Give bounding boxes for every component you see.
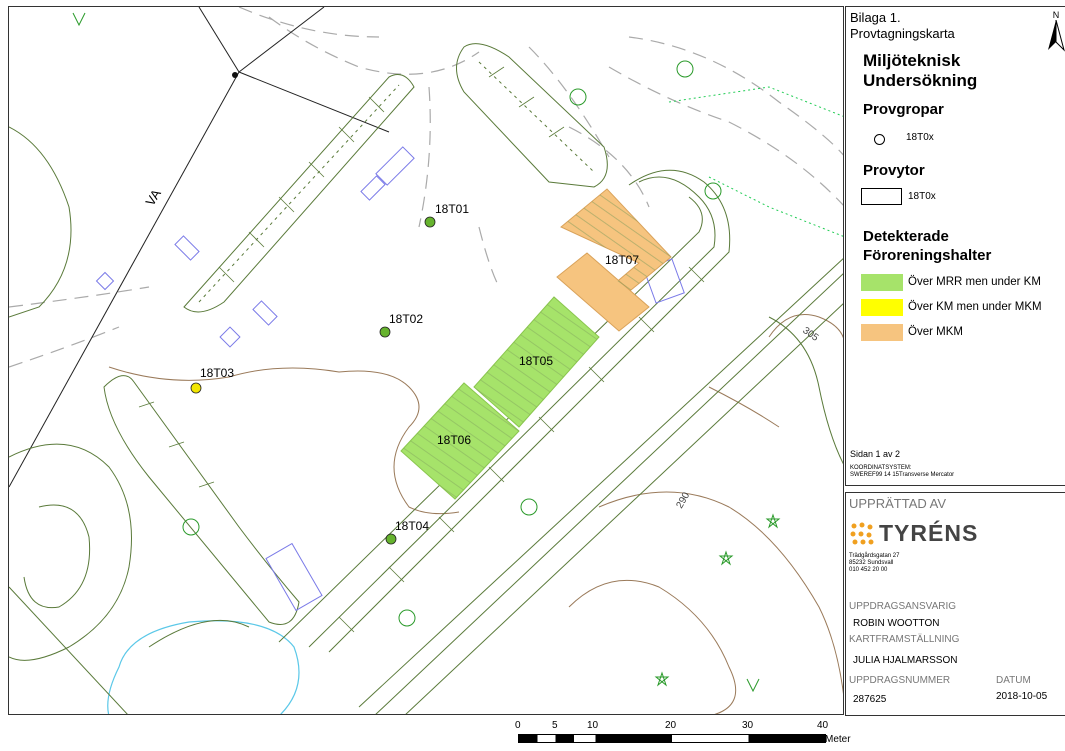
scale-bar-graphic (518, 734, 826, 743)
provytor-label: 18T0x (908, 191, 936, 202)
sample-label-18T03: 18T03 (200, 366, 235, 380)
legend-title-line2: Undersökning (863, 71, 978, 90)
sample-point-18T04[interactable] (385, 533, 397, 545)
scale-tick-0: 0 (515, 720, 521, 731)
legend-title-line1: Miljöteknisk (863, 51, 961, 70)
title-block: UPPRÄTTAD AV TYRÉNS Trädgårdsgatan 27 85… (845, 492, 1065, 716)
crs-label: KOORDINATSYSTEM: (850, 465, 912, 471)
scale-tick-30: 30 (742, 720, 754, 731)
scale-unit: Meter (825, 734, 851, 745)
area-label-18T07: 18T07 (605, 253, 640, 267)
datum-value: 2018-10-05 (996, 691, 1048, 702)
uppdragsnummer-value: 287625 (853, 694, 887, 705)
map-type-label: Provtagningskarta (850, 26, 955, 41)
legend-item-km: Över KM men under MKM (908, 301, 1042, 313)
crs-value: SWEREF99 14 15Transverse Mercator (850, 472, 955, 478)
map-frame[interactable]: VA 18T01 18T02 18T03 18T04 18T07 18T05 1… (8, 6, 844, 715)
datum-label: DATUM (996, 675, 1031, 686)
upprattad-label: UPPRÄTTAD AV (849, 496, 947, 511)
uppdragsnummer-label: UPPDRAGSNUMMER (849, 675, 951, 686)
provyta-symbol (861, 188, 902, 205)
north-label: N (1052, 10, 1060, 20)
terrain-features (9, 43, 843, 714)
contour-lines (108, 314, 843, 714)
slope-ticks (138, 66, 705, 633)
kartframstallning-label: KARTFRAMSTÄLLNING (849, 634, 960, 645)
scale-tick-10: 10 (587, 720, 599, 731)
swatch-mrr (861, 274, 903, 291)
uppdragsansvarig-value: ROBIN WOOTTON (853, 618, 940, 629)
sample-label-18T01: 18T01 (435, 202, 470, 216)
tyrens-logo-text: TYRÉNS (879, 520, 979, 546)
detected-heading-line2: Föroreningshalter (863, 247, 992, 264)
page-number: Sidan 1 av 2 (850, 449, 901, 459)
va-node (232, 72, 238, 78)
uppdragsansvarig-label: UPPDRAGSANSVARIG (849, 601, 957, 612)
provytor-heading: Provytor (863, 162, 925, 179)
swatch-mkm (861, 324, 903, 341)
address-line1: Trädgårdsgatan 27 (849, 553, 900, 559)
tyrens-logo-icon (850, 522, 874, 545)
path-lines (9, 7, 843, 368)
detected-heading-line1: Detekterade (863, 228, 949, 245)
sample-label-18T02: 18T02 (389, 312, 424, 326)
scale-bar: 0 5 10 20 30 40 Meter (512, 720, 852, 750)
vegetation-symbols (72, 12, 781, 693)
area-label-18T05: 18T05 (519, 354, 554, 368)
appendix-label: Bilaga 1. (850, 10, 901, 25)
area-label-18T06: 18T06 (437, 433, 472, 447)
map-canvas[interactable] (9, 7, 844, 715)
provgrop-symbol-icon (874, 134, 885, 145)
sample-areas (400, 188, 672, 500)
legend-panel: Bilaga 1. Provtagningskarta Miljöteknisk… (845, 6, 1065, 486)
legend-item-mrr: Över MRR men under KM (908, 276, 1041, 288)
lake (107, 620, 300, 714)
scale-tick-5: 5 (552, 720, 558, 731)
sample-point-18T03[interactable] (190, 382, 202, 394)
address-phone: 010 452 20 00 (849, 567, 888, 573)
green-dotted-boundary (668, 86, 843, 237)
sample-point-18T01[interactable] (424, 216, 436, 228)
scale-tick-40: 40 (817, 720, 829, 731)
north-arrow-icon (1048, 19, 1065, 52)
scale-tick-20: 20 (665, 720, 677, 731)
kartframstallning-value: JULIA HJALMARSSON (853, 655, 958, 666)
provgropar-label: 18T0x (906, 132, 934, 143)
sample-point-18T02[interactable] (379, 326, 391, 338)
swatch-km (861, 299, 903, 316)
sample-label-18T04: 18T04 (395, 519, 430, 533)
legend-item-mkm: Över MKM (908, 326, 963, 338)
north-arrow: N (1046, 10, 1065, 57)
va-line (9, 7, 390, 488)
provgropar-heading: Provgropar (863, 101, 944, 118)
address-line2: 85232 Sundsvall (849, 560, 894, 566)
